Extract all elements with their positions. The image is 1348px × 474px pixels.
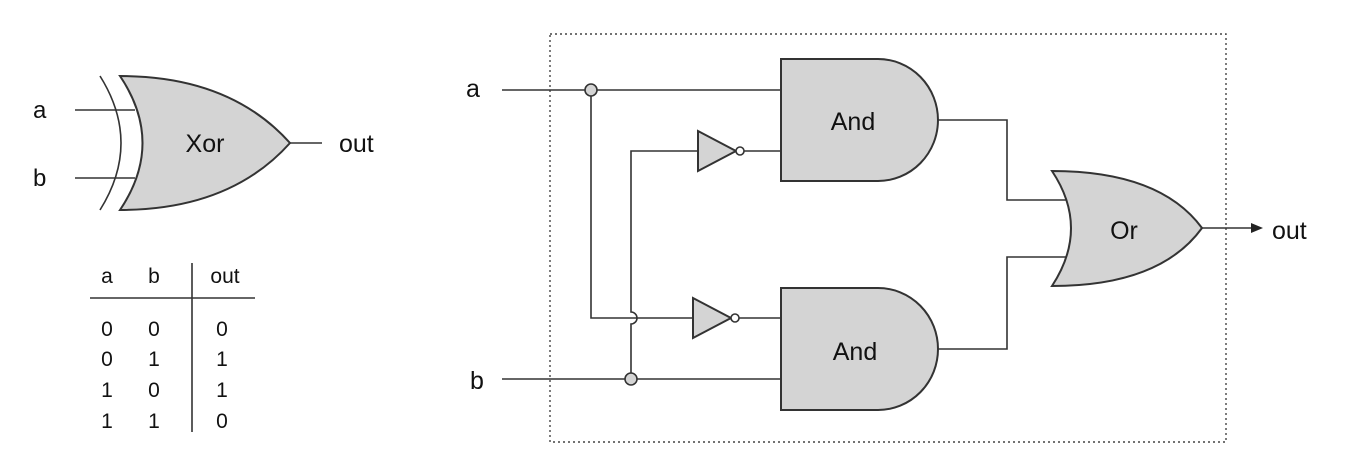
chip-boundary xyxy=(549,33,1227,443)
not-gate-top xyxy=(697,129,739,173)
truth-table-header-b: b xyxy=(148,265,160,288)
and-gate-bottom-label: And xyxy=(833,338,877,366)
wire-b-to-top-not xyxy=(630,150,698,379)
and-gate-top xyxy=(780,58,939,182)
circuit-input-a-label: a xyxy=(466,75,480,103)
table-cell: 0 xyxy=(148,318,160,341)
not-gate-bottom-bubble xyxy=(730,313,740,323)
junction-a xyxy=(584,83,598,97)
table-cell: 1 xyxy=(216,379,228,402)
circuit-input-b-label: b xyxy=(470,367,484,395)
xor-input-a-label: a xyxy=(33,97,47,124)
table-cell: 1 xyxy=(101,379,113,402)
table-cell: 1 xyxy=(148,348,160,371)
xor-gate-body xyxy=(118,74,292,212)
or-gate xyxy=(1050,169,1204,288)
wire-bottom-and-to-or xyxy=(938,256,1068,350)
xor-symbol: a b Xor out xyxy=(33,74,374,212)
table-cell: 0 xyxy=(101,318,113,341)
table-cell: 1 xyxy=(101,410,113,433)
xor-gate-label: Xor xyxy=(186,130,225,158)
not-gate-bottom xyxy=(692,296,734,340)
table-row: 0 1 1 xyxy=(101,348,228,371)
xor-back-curve xyxy=(99,75,122,211)
xor-input-b-label: b xyxy=(33,165,46,192)
table-cell: 1 xyxy=(216,348,228,371)
output-arrow-icon xyxy=(1251,223,1263,233)
wire-a-to-bottom-not xyxy=(590,90,693,319)
truth-table-header-a: a xyxy=(101,265,113,288)
and-gate-top-label: And xyxy=(831,108,875,136)
table-row: 1 0 1 xyxy=(101,379,228,402)
xor-circuit: a b And And Or out xyxy=(466,33,1307,443)
wire-top-and-to-or xyxy=(938,119,1068,201)
junction-b xyxy=(624,372,638,386)
xor-output-label: out xyxy=(339,130,374,158)
table-cell: 1 xyxy=(148,410,160,433)
table-cell: 0 xyxy=(148,379,160,402)
table-cell: 0 xyxy=(101,348,113,371)
table-cell: 0 xyxy=(216,410,228,433)
or-gate-label: Or xyxy=(1110,217,1138,245)
truth-table-header-out: out xyxy=(210,265,239,288)
circuit-output-label: out xyxy=(1272,217,1307,245)
not-gate-top-bubble xyxy=(735,146,745,156)
and-gate-bottom xyxy=(780,287,939,411)
table-cell: 0 xyxy=(216,318,228,341)
truth-table: a b out 0 0 0 0 1 1 1 0 1 1 1 0 xyxy=(90,263,255,433)
table-row: 1 1 0 xyxy=(101,410,228,433)
table-row: 0 0 0 xyxy=(101,318,228,341)
